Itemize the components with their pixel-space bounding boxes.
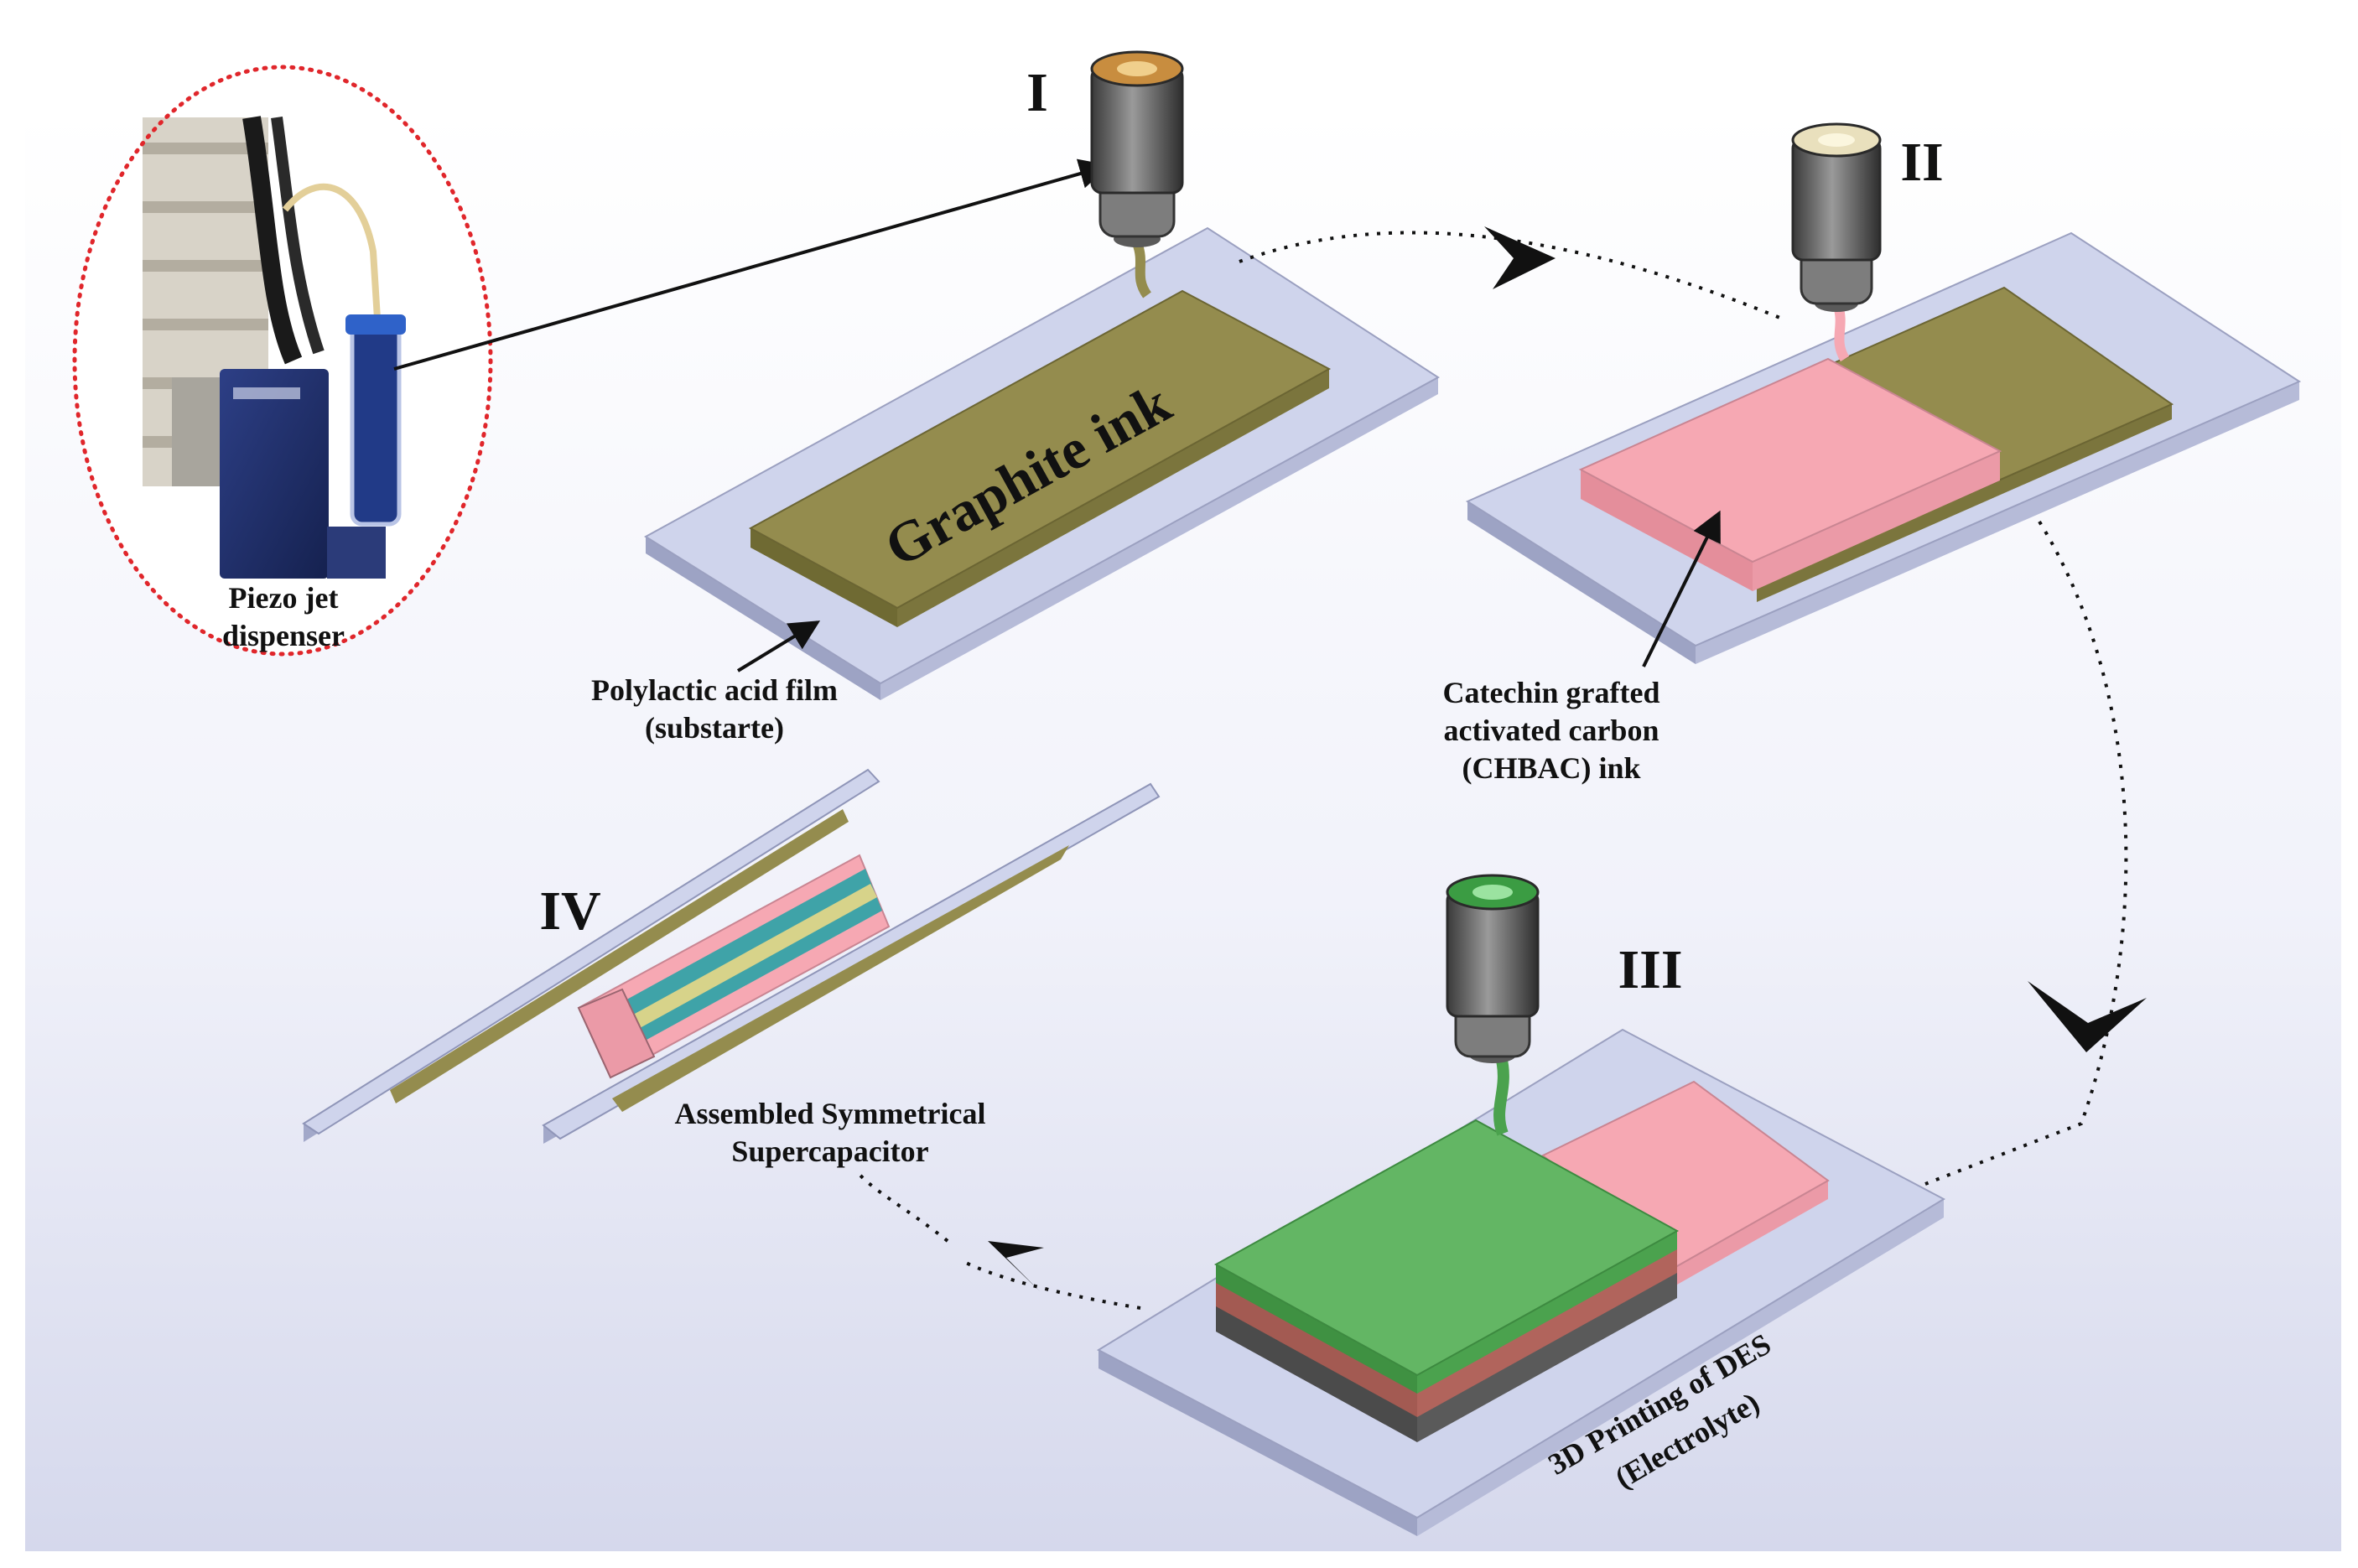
stage3-ink-stream [1493,1055,1509,1136]
substrate-pointer-arrow [736,620,821,672]
chbac-pointer-arrow [1642,510,1721,667]
stage4-top-plate [302,768,880,1135]
cycle-path-1-to-2 [1239,231,1783,320]
dispenser-label-line2: dispenser [222,619,345,652]
stage2-chbac-front [1753,451,2000,591]
stage3-numeral: III [1618,939,1682,1000]
stage3-nozzle [1446,874,1540,1063]
stage-3: III [1096,874,1946,1536]
process-cycle-arrows [854,226,2147,1310]
stage2-substrate-side [1467,501,1696,664]
dispenser-photo-cables [242,116,303,365]
cycle-chevron-1-to-2 [1484,226,1556,289]
stage-4: IV [302,768,1161,1144]
stage4-bottom-plate [542,782,1161,1140]
stage-1: Graphite ink I [644,50,1440,700]
stage4-bottom-graphite [612,845,1069,1112]
dispenser-pointer-line [393,158,1110,371]
stage3-red-layer-front [1417,1248,1677,1417]
stage2-chbac-side [1581,470,1753,591]
chbac-label-line2: activated carbon [1444,714,1659,747]
stage3-des-front [1417,1231,1677,1394]
stage1-graphite-top [748,289,1332,610]
stage4-numeral: IV [539,880,600,942]
cycle-path-2-to-3 [1924,520,2128,1186]
stage3-des-top [1213,1119,1680,1377]
substrate-label-line2: (substarte) [645,711,784,745]
chbac-label-line1: Catechin grafted [1443,676,1660,709]
dispenser-highlight-ring [72,65,493,657]
stage1-nozzle [1090,50,1184,247]
cycle-chevron-2-to-3 [2028,981,2147,1052]
stage1-graphite-front [897,369,1329,627]
dispenser-label-line1: Piezo jet [229,581,339,615]
stage1-ink-stream [1132,241,1152,299]
stage2-numeral: II [1900,132,1943,193]
stage2-ink-stream [1833,304,1850,362]
stage1-numeral: I [1026,62,1048,123]
stage4-electrode-front [577,988,656,1079]
stage-2: II [1465,122,2302,664]
dispenser-photo [75,67,491,654]
stage2-substrate-front [1696,382,2299,664]
cycle-path-3-to-4 [854,1168,1141,1310]
assembled-label-line1: Assembled Symmetrical [675,1097,986,1130]
stage2-graphite-front [1757,404,2172,602]
stage4-top-graphite [390,809,849,1103]
substrate-label-line1: Polylactic acid film [591,673,838,707]
stage3-des-side [1216,1264,1417,1394]
stage3-substrate-side [1098,1350,1417,1536]
stage1-graphite-side [751,528,897,627]
dispenser-photo-syringe [350,320,402,527]
stage1-substrate-side [646,537,880,700]
stage1-substrate-front [880,377,1438,700]
stage3-red-layer-side [1216,1281,1417,1417]
cycle-chevron-3-to-4 [988,1241,1044,1291]
dispenser-photo-mount [172,377,222,486]
chbac-label-line3: (CHBAC) ink [1462,751,1640,785]
dispenser-photo-tube [282,183,381,319]
stage2-nozzle [1791,122,1882,312]
stage3-substrate-front [1417,1199,1944,1536]
stage3-chbac-front [1677,1181,1828,1285]
dispenser-photo-body [220,369,329,579]
stage4-electrolyte-core [594,884,877,1050]
assembled-label-line2: Supercapacitor [731,1134,928,1168]
